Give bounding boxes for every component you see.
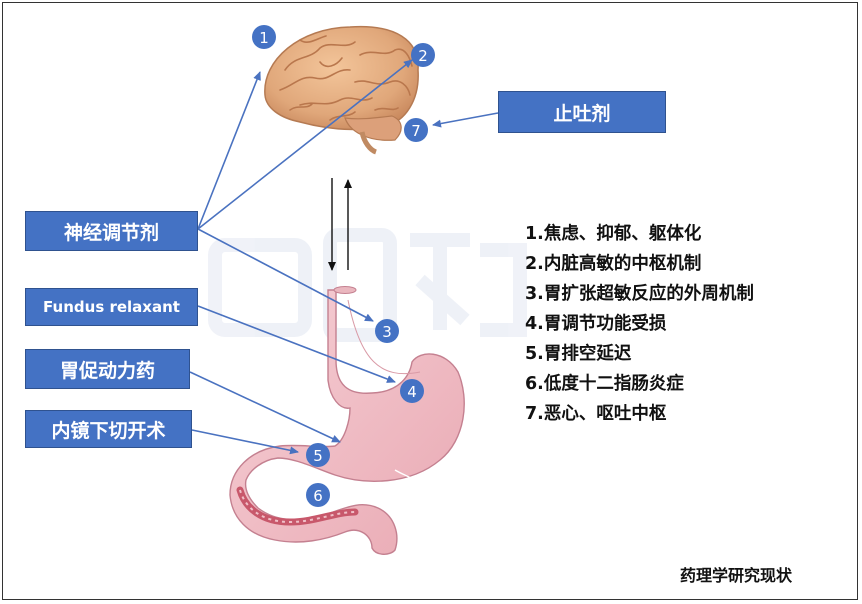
- marker-6: 6: [306, 483, 330, 507]
- marker-1: 1: [252, 25, 276, 49]
- label-antiemetic: 止吐剂: [498, 91, 666, 133]
- legend-item-3: 3.胃扩张超敏反应的外周机制: [525, 284, 754, 304]
- label-prokinetic: 胃促动力药: [25, 349, 190, 389]
- legend-item-5: 5.胃排空延迟: [525, 344, 632, 364]
- svg-text:6: 6: [313, 487, 323, 505]
- stomach-illustration: [229, 286, 465, 555]
- svg-text:1: 1: [259, 29, 269, 47]
- mechanism-legend: 1.焦虑、抑郁、躯体化 2.内脏高敏的中枢机制 3.胃扩张超敏反应的外周机制 4…: [525, 219, 754, 429]
- marker-7: 7: [404, 118, 428, 142]
- legend-item-1: 1.焦虑、抑郁、躯体化: [525, 224, 702, 244]
- svg-text:4: 4: [407, 383, 417, 401]
- legend-item-4: 4.胃调节功能受损: [525, 314, 667, 334]
- label-fundus-relaxant: Fundus relaxant: [25, 288, 198, 326]
- marker-3: 3: [375, 319, 399, 343]
- legend-item-6: 6.低度十二指肠炎症: [525, 374, 684, 394]
- footer-caption: 药理学研究现状: [680, 566, 793, 585]
- brain-illustration: [264, 25, 419, 155]
- duodenum-inner: [236, 486, 359, 526]
- marker-2: 2: [411, 43, 435, 67]
- marker-5: 5: [306, 443, 330, 467]
- svg-text:2: 2: [418, 47, 428, 65]
- pointer-arrows: [189, 59, 499, 455]
- label-neuromodulator: 神经调节剂: [25, 211, 198, 251]
- legend-item-7: 7.恶心、呕吐中枢: [525, 404, 667, 424]
- label-endoscopic-myotomy: 内镜下切开术: [25, 410, 192, 448]
- watermark: [208, 228, 527, 342]
- marker-4: 4: [400, 379, 424, 403]
- legend-item-2: 2.内脏高敏的中枢机制: [525, 254, 702, 274]
- svg-text:5: 5: [313, 447, 323, 465]
- svg-text:7: 7: [411, 122, 421, 140]
- svg-text:3: 3: [382, 323, 392, 341]
- brain-gut-arrows: [328, 178, 352, 271]
